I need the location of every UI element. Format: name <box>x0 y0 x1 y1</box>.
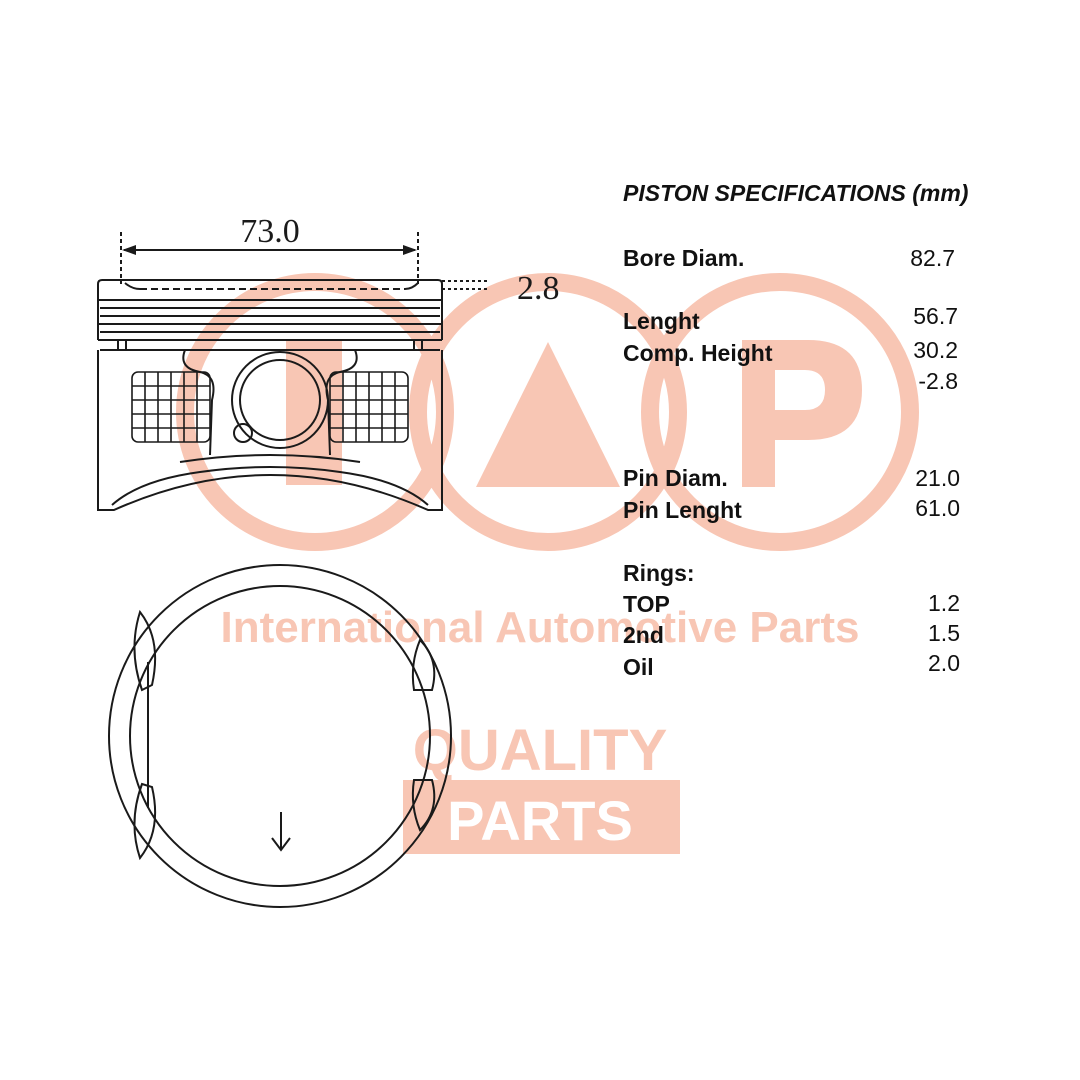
spec-label-ring-2nd: 2nd <box>623 622 664 648</box>
logo-tagline: International Automotive Parts <box>221 603 860 652</box>
spec-label-pin-diam: Pin Diam. <box>623 465 728 491</box>
top-outer-circle <box>108 564 452 908</box>
valve-relief-bottom-right <box>411 779 436 832</box>
registered-mark: R <box>665 790 672 800</box>
logo-ring-right <box>641 273 919 551</box>
top-inner-circle <box>129 585 431 887</box>
quality-text: QUALITY <box>413 718 668 783</box>
iap-logo-watermark: International Automotive Parts QUALITY P… <box>176 273 919 854</box>
spec-value-comp-height: 30.2 <box>913 337 958 363</box>
spec-label-length: Lenght <box>623 308 700 334</box>
spec-label-ring-top: TOP <box>623 591 670 617</box>
skirt-mid-curve <box>179 454 361 463</box>
spec-label-pin-length: Pin Lenght <box>623 497 742 523</box>
dim-arrow-left <box>122 245 136 255</box>
logo-letter-a <box>476 342 620 487</box>
dim-arrow-right <box>403 245 417 255</box>
logo-letter-i <box>286 340 342 485</box>
skirt-lower-curve <box>111 466 429 506</box>
piston-side-view: 73.0 2.8 <box>97 213 560 511</box>
spec-value-ring-top: 1.2 <box>928 590 960 616</box>
piston-crown <box>97 279 443 300</box>
skirt-window-left <box>131 371 211 443</box>
spec-value-comp-height-offset: -2.8 <box>918 368 958 394</box>
spec-value-pin-diam: 21.0 <box>915 465 960 491</box>
piston-top-view <box>108 564 452 908</box>
bowl-edge-right <box>404 282 419 290</box>
spec-value-pin-length: 61.0 <box>915 495 960 521</box>
width-dimension-label: 73.0 <box>240 213 300 250</box>
logo-ring-left <box>176 273 454 551</box>
pin-clip <box>233 423 253 443</box>
spec-value-length: 56.7 <box>913 303 958 329</box>
piston-pin-inner <box>239 359 321 441</box>
bowl-depth-label: 2.8 <box>517 270 560 307</box>
valve-relief-top-right <box>411 638 436 691</box>
quality-parts-box <box>403 780 680 854</box>
arrow-down-icon <box>271 837 291 852</box>
valve-relief-bottom-left <box>133 782 157 861</box>
spec-value-ring-oil: 2.0 <box>928 650 960 676</box>
parts-text: PARTS <box>447 789 633 852</box>
spec-value-bore: 82.7 <box>910 245 955 271</box>
piston-pin-hole <box>231 351 329 449</box>
valve-relief-top-left <box>133 609 157 692</box>
bowl-edge-left <box>124 282 141 290</box>
spec-rings-heading: Rings: <box>623 560 695 586</box>
logo-letter-p <box>742 340 862 487</box>
spec-value-ring-2nd: 1.5 <box>928 620 960 646</box>
spec-label-comp-height: Comp. Height <box>623 340 773 366</box>
skirt-window-right <box>329 371 409 443</box>
logo-ring-center <box>409 273 687 551</box>
piston-skirt <box>97 350 443 511</box>
spec-title: PISTON SPECIFICATIONS (mm) <box>623 180 969 206</box>
spec-label-bore: Bore Diam. <box>623 245 745 271</box>
spec-label-ring-oil: Oil <box>623 654 654 680</box>
